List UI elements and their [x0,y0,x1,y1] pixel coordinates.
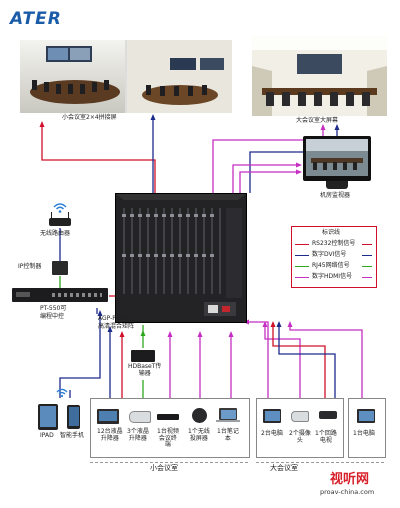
laptop-icon [219,408,237,420]
legend-label-hdmi: 数字HDMI信号 [312,273,353,280]
small-device-label-2: 3个液晶 升降器 [127,428,149,442]
lcd-screen-1 [99,411,117,421]
monitor-screen-art [306,139,368,176]
small-room-devices-box: 12台液晶 升降器 3个液晶 升降器 1台视频 会议终 端 1个无线 投屏器 1… [90,398,250,458]
legend-arrow-rs232 [362,244,372,246]
matrix-chassis-art [116,194,246,322]
small-room-label: 小会议室 [150,464,178,472]
matrix-model-label: AGP-P-800 [98,315,130,322]
legend-arrow-rj45 [362,266,372,268]
legend-label-rj45: RJ45网络信号 [312,262,350,269]
machine-room-monitor [303,136,371,181]
legend-arrow-hdmi [362,277,372,279]
large-room-photo-art [252,36,387,116]
phone-device [67,405,80,429]
large-room-screen-label: 大会议室大屏幕 [296,117,339,124]
ip-controller [52,261,68,275]
large-device-label-2: 2个摄像 头 [289,430,311,444]
legend-line-rj45 [295,266,309,268]
line-hdmi-large-screen [212,128,324,193]
wireless-router-label: 无线路由器 [40,230,71,237]
small-device-label-5: 1台笔记 本 [217,428,239,442]
small-device-label-3: 1台视频 会议终 端 [157,428,179,449]
ipad-screen [40,406,56,427]
large-room-devices-box: 2台电脑 2个摄像 头 1个回路 电视 [256,398,344,458]
hdbaset-label: HDBaseT传 输器 [128,363,162,377]
wireless-router [49,218,71,226]
ipad-device [38,404,58,430]
line-rs232-small-screen [41,125,156,193]
central-controller-name: 编程中控 [40,313,65,320]
legend-line-dvi [295,255,309,257]
small-room-bracket [90,462,248,464]
large-device-label-3: 1个回路 电视 [315,430,337,444]
legend-row-rj45: RJ45网络信号 [292,262,376,272]
legend-label-dvi: 数字DVI信号 [312,251,347,258]
conference-terminal-icon [157,414,179,420]
central-controller-model: PT-550可 [40,305,67,312]
controller-label-strip [16,292,30,297]
ip-controller-label: IP控制器 [18,263,42,270]
large-device-label-1: 2台电脑 [261,430,283,437]
matrix-name-label: 高清混合矩阵 [98,323,135,330]
hdbaset-transmitter [131,350,155,362]
router-antenna-right [68,212,69,219]
large-room-bracket [256,462,384,464]
signal-legend: 标识线 RS232控制信号 数字DVI信号 RJ45网络信号 数字HDMI信号 [291,226,377,288]
legend-row-dvi: 数字DVI信号 [292,251,376,261]
small-device-label-4: 1个无线 投屏器 [188,428,210,442]
pc-screen-extra [358,410,374,421]
hd-matrix-switcher [115,193,247,323]
camera-icon [129,411,151,423]
machine-room-monitor-label: 机房监视器 [320,192,351,199]
legend-title: 标识线 [322,229,341,236]
router-antenna-left [51,212,52,219]
large-room-label: 大会议室 [270,464,298,472]
legend-label-rs232: RS232控制信号 [312,240,356,247]
pc-icon-large [263,409,281,423]
brand-logo: ATER [10,9,62,29]
camera-icon-large [291,411,309,422]
wifi-icon [53,203,67,213]
wifi-icon-mobile [56,388,68,397]
small-room-photo [20,40,232,113]
wireless-presenter-icon [192,408,207,423]
legend-line-hdmi [295,277,309,279]
phone-label: 智能手机 [60,432,85,439]
watermark-logo: 视听网 [330,472,370,487]
pc-icon-extra [357,409,375,423]
monitor-stand [326,181,348,189]
small-device-label-1: 12台液晶 升降器 [97,428,123,442]
legend-row-rs232: RS232控制信号 [292,240,376,250]
cctv-icon [319,411,337,419]
legend-arrow-dvi [362,255,372,257]
small-room-photo-art [20,40,232,113]
large-room-photo [252,36,387,116]
laptop-screen [220,409,236,419]
legend-row-hdmi: 数字HDMI信号 [292,273,376,283]
legend-line-rs232 [295,244,309,246]
controller-ports [52,293,102,297]
watermark-url: proav-china.com [320,488,375,496]
pc-screen-large [264,410,280,421]
ipad-label: IPAD [40,432,54,439]
central-controller [12,288,108,302]
extra-device-label: 1台电脑 [353,430,375,437]
laptop-base [216,420,240,422]
phone-screen [68,407,79,426]
line-hdmi-monitor [232,164,297,193]
extra-pc-box: 1台电脑 [348,398,386,458]
lcd-lift-icon [97,409,119,424]
small-room-screen-label: 小会议室2×4拼接屏 [62,114,117,121]
